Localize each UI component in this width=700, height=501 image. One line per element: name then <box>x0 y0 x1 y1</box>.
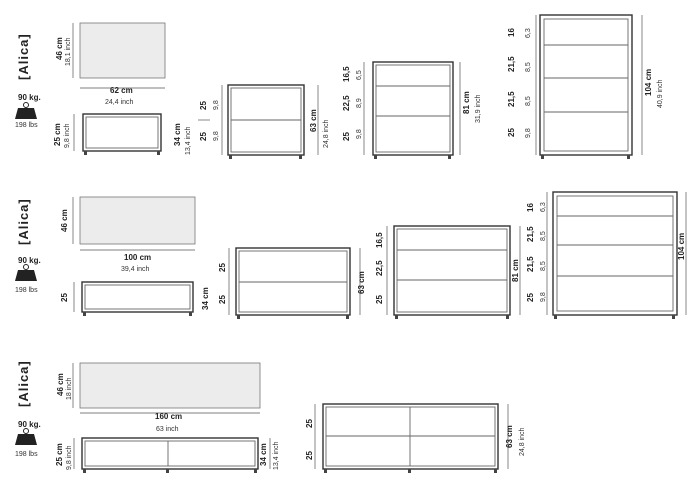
weight-kg: 90 kg. <box>18 256 41 265</box>
depth-cm-label: 46 cm <box>56 373 65 396</box>
weight-icon <box>15 102 37 119</box>
height-inch-label-right: 24,8 inch <box>323 119 330 148</box>
shelf-cm-1: 16,5 <box>342 66 351 82</box>
depth-cm-label: 46 cm <box>55 37 64 60</box>
shelf-unit-63cm <box>322 403 499 473</box>
shelf-unit-34cm <box>227 84 305 159</box>
shelf-cm-3: 21,5 <box>526 256 535 272</box>
row-2: [Alica] 90 kg. 198 lbs 46 cm 100 cm 39,4… <box>15 191 687 319</box>
shelf-inch-2: 8,5 <box>525 62 532 72</box>
shelf-cm-4: 25 <box>526 293 535 302</box>
height-inch-label: 31,9 inch <box>475 94 482 123</box>
depth-cm-label: 46 cm <box>60 209 69 232</box>
shelf-cm-1: 16,5 <box>375 232 384 248</box>
height-cm-label: 25 cm <box>53 123 62 146</box>
height-cm-label-right: 63 cm <box>309 109 318 132</box>
height-cm-label: 81 cm <box>511 259 520 282</box>
width-cm-label: 62 cm <box>110 86 133 95</box>
shelf-inch-4: 9,8 <box>540 292 547 302</box>
shelf-inch-3: 8,5 <box>540 261 547 271</box>
shelf-unit-104cm <box>539 14 633 159</box>
shelf-unit-34cm <box>235 247 351 319</box>
shelf-cm-1: 16 <box>526 203 535 212</box>
shelf-inch-1: 6,3 <box>540 202 547 212</box>
height-inch-label: 13,4 inch <box>185 126 192 155</box>
shelf-unit-25cm <box>82 113 162 155</box>
top-view-panel <box>79 362 261 409</box>
shelf-cm-2: 22,5 <box>375 260 384 276</box>
brand-logo: [Alica] <box>16 33 31 80</box>
shelf-inch-2: 8,9 <box>356 98 363 108</box>
height-cm-label: 104 cm <box>677 233 686 260</box>
row-1: [Alica] 90 kg. 198 lbs 46 cm 18,1 inch 6… <box>15 14 664 159</box>
shelf-inch-1: 6,3 <box>525 28 532 38</box>
shelf-cm-2: 25 <box>218 295 227 304</box>
top-view-panel <box>79 196 196 245</box>
height-cm-label-right: 63 cm <box>357 271 366 294</box>
weight-kg: 90 kg. <box>18 420 41 429</box>
shelf-inch-1: 6,5 <box>356 70 363 80</box>
height-cm-label-right: 34 cm <box>259 443 268 466</box>
shelf-cm-4: 25 <box>507 128 516 137</box>
width-inch-label: 63 inch <box>156 426 179 433</box>
weight-kg: 90 kg. <box>18 93 41 102</box>
depth-inch-label: 18 inch <box>66 377 73 400</box>
shelf-inch-3: 8,5 <box>525 96 532 106</box>
weight-icon <box>15 428 37 445</box>
weight-lbs: 198 lbs <box>15 287 38 294</box>
row-3: [Alica] 90 kg. 198 lbs 46 cm 18 inch 160… <box>15 360 526 473</box>
height-inch-label-right: 13,4 inch <box>273 441 280 470</box>
depth-inch-label: 18,1 inch <box>65 37 72 66</box>
shelf-cm-1: 25 <box>199 101 208 110</box>
height-cm-label: 34 cm <box>173 123 182 146</box>
height-cm-label: 34 cm <box>201 287 210 310</box>
width-inch-label: 24,4 inch <box>105 99 134 106</box>
brand-logo: [Alica] <box>16 360 31 407</box>
height-cm-label: 63 cm <box>505 425 514 448</box>
weight-icon <box>15 264 37 281</box>
top-view-panel <box>79 22 166 79</box>
shelf-cm-2: 22,5 <box>342 95 351 111</box>
height-cm-label: 25 cm <box>55 443 64 466</box>
shelf-cm-2: 21,5 <box>507 56 516 72</box>
shelf-unit-25cm <box>81 281 194 316</box>
shelf-cm-2: 21,5 <box>526 226 535 242</box>
shelf-cm-1: 25 <box>218 263 227 272</box>
shelf-unit-63cm <box>372 61 454 159</box>
shelf-cm-2: 25 <box>199 132 208 141</box>
height-inch-label: 9,8 inch <box>66 445 73 470</box>
width-inch-label: 39,4 inch <box>121 266 150 273</box>
shelf-inch-4: 9,8 <box>525 128 532 138</box>
shelf-inch-2: 8,5 <box>540 231 547 241</box>
height-cm-label: 104 cm <box>644 69 653 96</box>
shelf-unit-25cm <box>81 437 259 473</box>
shelf-cm-3: 25 <box>342 132 351 141</box>
height-inch-label: 24,8 inch <box>519 427 526 456</box>
shelf-cm-1: 16 <box>507 28 516 37</box>
shelf-cm-3: 25 <box>375 295 384 304</box>
height-inch-label: 9,8 inch <box>64 123 71 148</box>
height-cm-label: 81 cm <box>462 91 471 114</box>
shelf-unit-104cm <box>552 191 678 319</box>
shelf-cm-1: 25 <box>305 419 314 428</box>
shelf-cm-3: 21,5 <box>507 91 516 107</box>
weight-lbs: 198 lbs <box>15 122 38 129</box>
width-cm-label: 100 cm <box>124 253 151 262</box>
brand-logo: [Alica] <box>16 198 31 245</box>
shelf-inch-2: 9,8 <box>213 131 220 141</box>
shelf-cm-2: 25 <box>305 451 314 460</box>
weight-lbs: 198 lbs <box>15 451 38 458</box>
height-cm-label: 25 <box>60 293 69 302</box>
height-inch-label: 40,9 inch <box>657 79 664 108</box>
shelf-inch-3: 9,8 <box>356 129 363 139</box>
shelf-unit-63cm <box>393 225 511 319</box>
shelf-inch-1: 9,8 <box>213 100 220 110</box>
width-cm-label: 160 cm <box>155 412 182 421</box>
